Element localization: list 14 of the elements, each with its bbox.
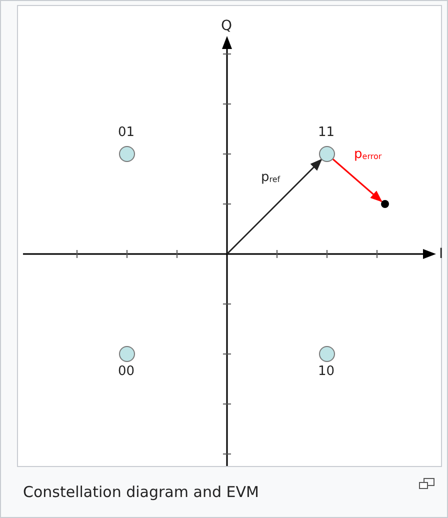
constellation-point xyxy=(319,346,335,362)
symbol-label: 01 xyxy=(118,125,135,140)
axis-label: Q xyxy=(221,18,232,34)
caption: Constellation diagram and EVM xyxy=(23,483,259,501)
error-point xyxy=(380,200,388,208)
symbol-label: 00 xyxy=(118,364,135,379)
symbol-label: 11 xyxy=(318,125,335,140)
axis-label: I xyxy=(439,246,444,262)
symbol-label: 10 xyxy=(318,364,335,379)
constellation-point xyxy=(119,146,135,162)
vector-arrow xyxy=(226,158,322,255)
constellation-point xyxy=(319,146,335,162)
constellation-point xyxy=(119,346,135,362)
vector-arrow xyxy=(332,158,382,202)
